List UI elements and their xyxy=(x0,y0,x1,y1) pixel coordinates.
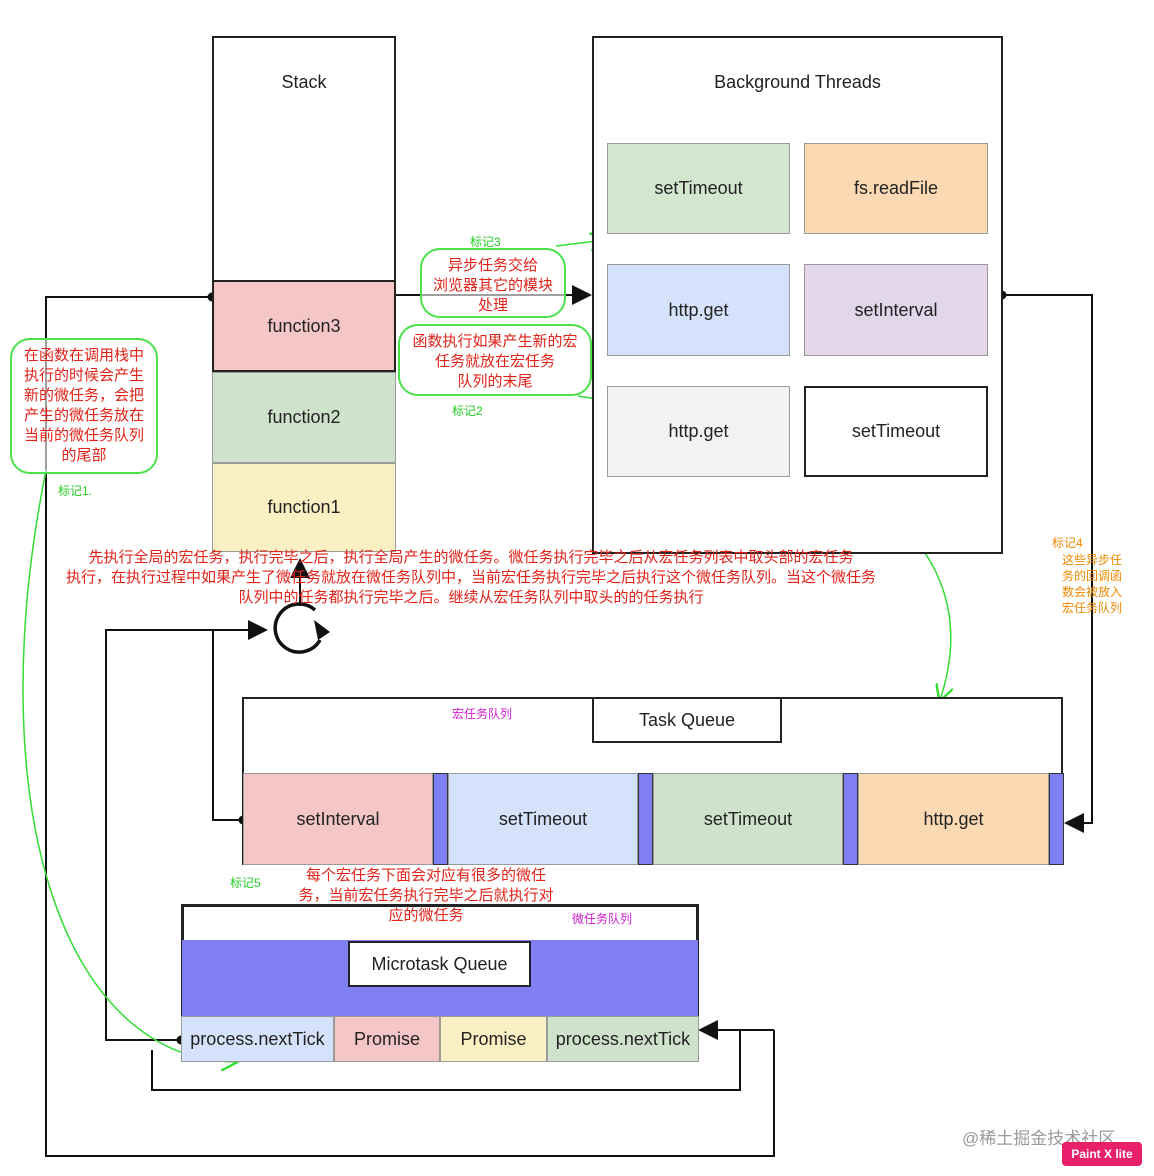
mark3-bubble xyxy=(420,248,566,318)
mark3-note: 异步任务交给 浏览器其它的模块 处理 xyxy=(432,257,553,314)
mark1-note: 在函数在调用栈中 执行的时候会产生 新的微任务，会把 产生的微任务放在 当前的微… xyxy=(23,347,144,464)
microtask-item-process-nexttick: process.nextTick xyxy=(181,1016,334,1062)
event-loop-icon xyxy=(273,558,330,654)
task-queue-item-setinterval: setInterval xyxy=(243,773,433,865)
arrow-inner-loop xyxy=(212,620,268,821)
microtask-item-process-nexttick-2: process.nextTick xyxy=(547,1016,699,1062)
stack-item-function2: function2 xyxy=(212,372,396,463)
background-threads-title: Background Threads xyxy=(714,72,881,92)
paint-x-lite-badge: Paint X lite xyxy=(1062,1142,1142,1166)
task-queue-title: Task Queue xyxy=(592,697,782,743)
background-item-settimeout-2: setTimeout xyxy=(804,386,988,477)
microtask-queue-tag: 微任务队列 xyxy=(572,912,633,926)
mark3-tag: 标记3 xyxy=(470,235,501,249)
background-item-settimeout: setTimeout xyxy=(607,143,790,234)
mark1-tag: 标记1. xyxy=(58,484,93,498)
background-item-http-get-2: http.get xyxy=(607,386,790,477)
task-queue-separator xyxy=(433,773,448,865)
stack-item-function3: function3 xyxy=(212,280,396,372)
mark2-tag: 标记2 xyxy=(452,404,483,418)
mark2-note: 函数执行如果产生新的宏 任务就放在宏任务 队列的末尾 xyxy=(412,333,578,390)
arrow-background-to-task-queue xyxy=(1002,294,1093,833)
background-item-fs-readfile: fs.readFile xyxy=(804,143,988,234)
mark2-bubble xyxy=(398,324,592,396)
task-queue-item-settimeout: setTimeout xyxy=(448,773,638,865)
microtask-item-promise-2: Promise xyxy=(440,1016,547,1062)
task-queue-separator xyxy=(1049,773,1064,865)
stack-title: Stack xyxy=(281,72,327,92)
task-queue-item-http-get: http.get xyxy=(858,773,1049,865)
task-queue-separator xyxy=(638,773,653,865)
mark1-bubble xyxy=(10,338,158,474)
task-queue-separator xyxy=(843,773,858,865)
main-note: 先执行全局的宏任务，执行完毕之后，执行全局产生的微任务。微任务执行完毕之后从宏任… xyxy=(65,549,876,606)
background-item-http-get: http.get xyxy=(607,264,790,356)
mark4-tag: 标记4 xyxy=(1052,536,1083,550)
task-queue-tag: 宏任务队列 xyxy=(452,707,513,721)
stack-item-function1: function1 xyxy=(212,463,396,552)
arrow-outer-loop xyxy=(45,296,775,1157)
mark4-note: 这些异步任 务的回调函 数会被放入 宏任务队列 xyxy=(1062,553,1123,615)
microtask-queue-title: Microtask Queue xyxy=(348,941,531,987)
background-item-setinterval: setInterval xyxy=(804,264,988,356)
green-arrow-mark1 xyxy=(22,469,236,1062)
mark5-note: 每个宏任务下面会对应有很多的微任 务，当前宏任务执行完毕之后就执行对 应的微任务 xyxy=(298,867,554,924)
mark5-tag: 标记5 xyxy=(230,876,261,890)
microtask-item-promise: Promise xyxy=(334,1016,440,1062)
task-queue-item-settimeout-2: setTimeout xyxy=(653,773,843,865)
